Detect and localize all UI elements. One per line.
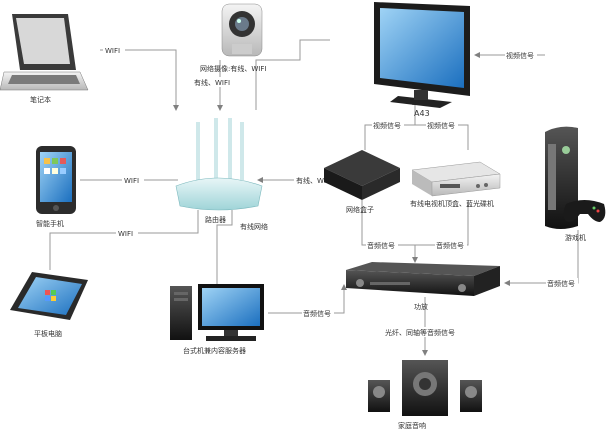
edge-label-laptop-wifi: WIFI	[105, 47, 120, 55]
node-label-laptop: 笔记本	[30, 95, 51, 104]
edge-label-stb-video: 视频信号	[427, 121, 455, 130]
node-label-set-top-box: 有线电视机顶盒、蓝光碟机	[410, 199, 494, 208]
node-label-desktop: 台式机兼内容服务器	[183, 346, 246, 355]
edge-label-desktop-wired: 有线网络	[240, 222, 268, 231]
edge-label-game-video: 视频信号	[506, 51, 534, 60]
node-label-speakers: 家庭音响	[398, 421, 426, 430]
edge-label-desktop-audio: 音频信号	[303, 309, 331, 318]
edge-labels: WIFI 有线、WIFI WIFI WIFI 有线、WIFI 有线网络 视频信号…	[103, 45, 578, 337]
node-label-game-console: 游戏机	[565, 233, 586, 242]
laptop-icon	[0, 14, 89, 91]
node-label-tablet: 平板电脑	[34, 329, 62, 338]
node-label-amplifier: 功放	[414, 302, 428, 311]
edge-label-phone-wifi: WIFI	[124, 177, 139, 185]
amplifier-icon	[346, 262, 500, 296]
edge-label-camera: 有线、WIFI	[194, 78, 230, 87]
network-box-icon	[324, 150, 400, 200]
smartphone-icon	[36, 146, 76, 214]
webcam-icon	[221, 3, 263, 57]
edge-label-game-audio: 音频信号	[547, 279, 575, 288]
node-label-network-box: 网络盒子	[346, 205, 374, 214]
edge-label-optical-audio: 光纤、同轴等音频信号	[385, 328, 455, 337]
set-top-box-icon	[411, 161, 501, 197]
node-label-smartphone: 智能手机	[36, 219, 64, 228]
monitor-icon	[374, 2, 470, 108]
node-label-camera: 网络摄像:有线、WIFI	[200, 64, 266, 73]
speakers-icon	[368, 360, 482, 416]
node-label-router: 路由器	[205, 215, 226, 224]
edge-label-tablet-wifi: WIFI	[118, 230, 133, 238]
edge-label-box-audio: 音频信号	[367, 241, 395, 250]
edge-label-stb-audio: 音频信号	[436, 241, 464, 250]
tablet-icon	[10, 272, 88, 320]
edge-label-box-video: 视频信号	[373, 121, 401, 130]
connection-lines	[49, 39, 579, 356]
router-icon	[175, 118, 263, 211]
game-console-icon	[545, 126, 606, 229]
edge-label-box-network: 有线、WIFI	[296, 176, 332, 185]
node-label-monitor: A43	[414, 109, 430, 118]
desktop-computer-icon	[170, 284, 264, 341]
